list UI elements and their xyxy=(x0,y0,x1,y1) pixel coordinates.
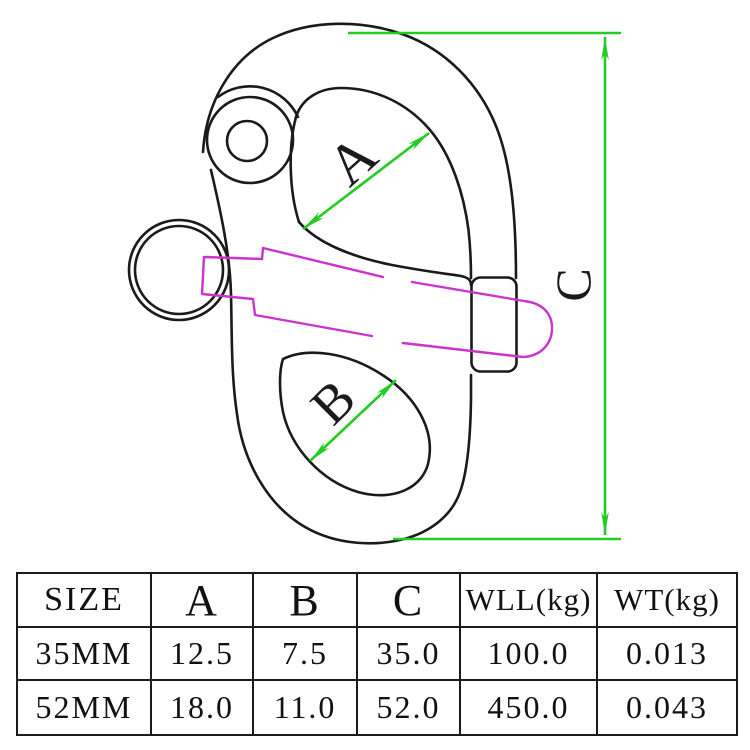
spec-table-header-a: A xyxy=(152,574,254,628)
pull-ring-inner xyxy=(133,224,225,316)
spec-table-cell: 52MM xyxy=(18,681,152,734)
spec-table-cell: 35MM xyxy=(18,628,152,681)
plunger-pin-step xyxy=(260,246,385,279)
spec-table-cell: 52.0 xyxy=(358,681,461,734)
label-b: B xyxy=(299,368,367,436)
spec-table-cell: 18.0 xyxy=(152,681,254,734)
spec-table-header-b: B xyxy=(254,574,358,628)
bridge-top-edge xyxy=(297,220,473,287)
eyelet-boss-arc xyxy=(216,85,300,119)
spec-table-header-size: SIZE xyxy=(18,574,152,628)
spec-table-header-wll: WLL(kg) xyxy=(461,574,598,628)
spec-table-cell: 100.0 xyxy=(461,628,598,681)
plunger-pin-right xyxy=(401,280,554,359)
spec-table-cell: 450.0 xyxy=(461,681,598,734)
eyelet-hole xyxy=(225,119,269,163)
spec-table-header-c: C xyxy=(358,574,461,628)
pull-ring-outer xyxy=(127,218,231,322)
spec-table-cell: 35.0 xyxy=(358,628,461,681)
dimension-arrow-b xyxy=(309,379,397,462)
spec-table-cell: 0.013 xyxy=(598,628,736,681)
latch-housing xyxy=(470,276,518,373)
eyelet-boss xyxy=(205,95,295,185)
body-lower-outline xyxy=(209,168,473,545)
label-c: C xyxy=(545,268,601,301)
opening-b-outline xyxy=(278,351,432,497)
spec-table: SIZE A B C WLL(kg) WT(kg) 35MM 12.5 7.5 … xyxy=(16,572,738,736)
spec-table-cell: 0.043 xyxy=(626,689,708,725)
opening-a-left-edge xyxy=(289,115,301,224)
spec-table-cell: 7.5 xyxy=(254,628,358,681)
dimension-arrow-a xyxy=(302,131,430,231)
spec-table-header-wt: WT(kg) xyxy=(598,574,736,628)
spec-table-cell: 11.0 xyxy=(254,681,358,734)
opening-a-right-edge xyxy=(294,86,473,280)
plunger-pin-left xyxy=(200,255,374,338)
spec-table-cell: 12.5 xyxy=(152,628,254,681)
label-a: A xyxy=(315,122,390,198)
